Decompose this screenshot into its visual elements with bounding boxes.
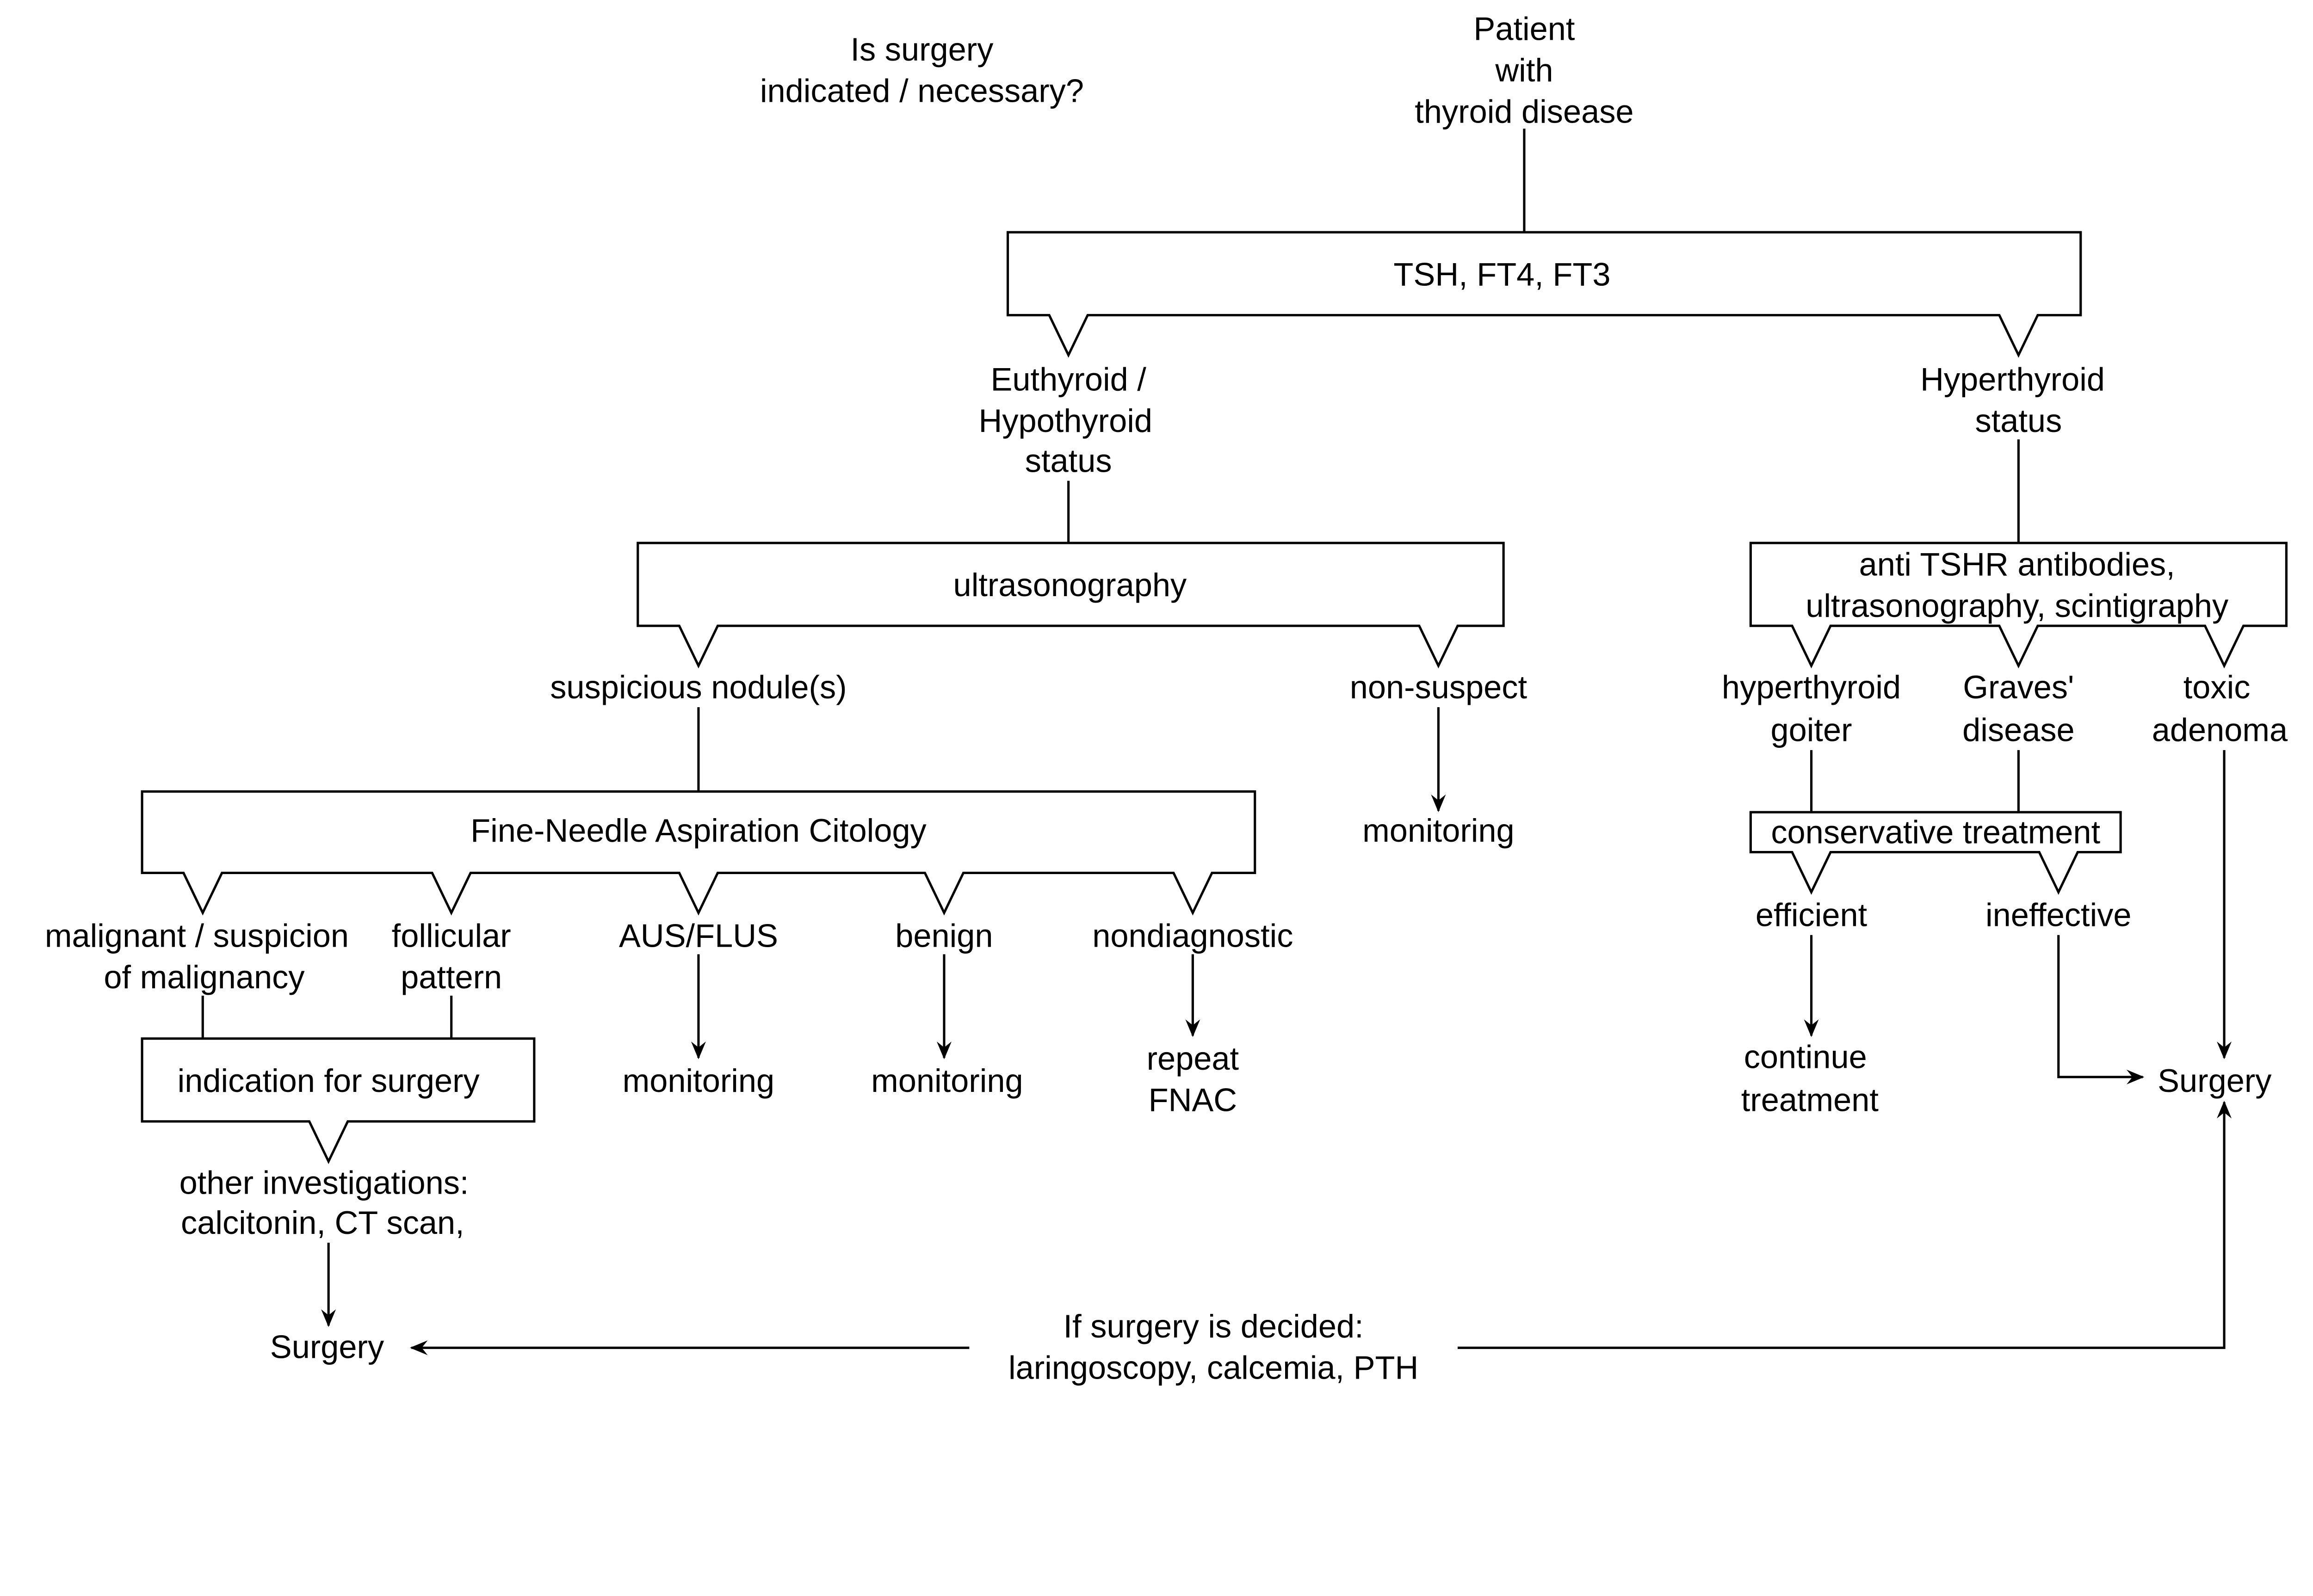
other-investigations-node: other investigations:calcitonin, CT scan… bbox=[179, 1165, 469, 1241]
suspicious-node: suspicious nodule(s) bbox=[550, 669, 847, 705]
surgery-left-node: Surgery bbox=[270, 1329, 384, 1365]
arrow-connector bbox=[2057, 935, 2145, 1085]
monitoring-benign: monitoring bbox=[871, 1062, 1023, 1099]
surgery-right-node: Surgery bbox=[2158, 1062, 2272, 1099]
indication-box bbox=[141, 1037, 536, 1165]
tests-box bbox=[1006, 231, 2082, 358]
non-suspect-node: non-suspect bbox=[1350, 669, 1528, 705]
nondiagnostic-node: nondiagnostic bbox=[1092, 917, 1293, 954]
monitoring-non-suspect: monitoring bbox=[1362, 812, 1515, 849]
monitoring-aus: monitoring bbox=[623, 1062, 775, 1099]
benign-node: benign bbox=[895, 917, 993, 954]
arrow-connector bbox=[1457, 1101, 2232, 1349]
anti-tshr-box-label: anti TSHR antibodies,ultrasonography, sc… bbox=[1806, 546, 2229, 624]
aus-flus-node: AUS/FLUS bbox=[619, 917, 778, 954]
anti-tshr-box bbox=[1749, 542, 2288, 669]
efficient-node: efficient bbox=[1756, 897, 1868, 933]
indication-box-label: indication for surgery bbox=[178, 1062, 480, 1099]
ultrasonography-box-label: ultrasonography bbox=[953, 567, 1187, 603]
graves-node: Graves'disease bbox=[1962, 669, 2075, 748]
fnac-box-label: Fine-Needle Aspiration Citology bbox=[470, 812, 927, 849]
if-surgery-decided-node: If surgery is decided:laringoscopy, calc… bbox=[1008, 1308, 1418, 1386]
ineffective-node: ineffective bbox=[1985, 897, 2132, 933]
conservative-treatment-box bbox=[1749, 811, 2122, 895]
tests-box-label: TSH, FT4, FT3 bbox=[1393, 256, 1610, 292]
conservative-box-label: conservative treatment bbox=[1771, 813, 2100, 850]
ultrasonography-box bbox=[637, 542, 1505, 669]
fnac-box bbox=[141, 790, 1256, 916]
